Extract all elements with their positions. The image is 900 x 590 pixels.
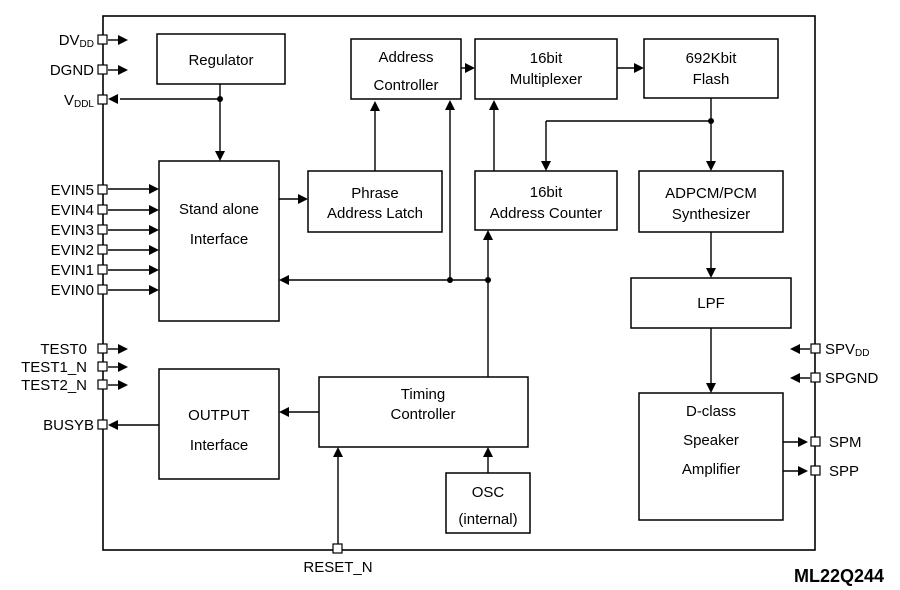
pin-label-evin2: EVIN2 — [51, 242, 94, 259]
pin-label-test1-n: TEST1_N — [21, 359, 87, 376]
pin-label-spvdd: SPVDD — [825, 341, 869, 359]
pin-label-evin3: EVIN3 — [51, 222, 94, 239]
multiplexer-block: 16bit Multiplexer — [474, 38, 618, 100]
pin-label-test2-n: TEST2_N — [21, 377, 87, 394]
output-interface-label-line1: OUTPUT — [188, 407, 250, 424]
pin-dvdd: DVDD — [59, 32, 128, 50]
pin-test0: TEST0 — [40, 341, 128, 358]
speaker-amplifier-block: D-class Speaker Amplifier — [638, 392, 784, 521]
lpf-label: LPF — [697, 295, 725, 312]
speaker-amplifier-label-line2: Speaker — [683, 432, 739, 449]
address-controller-label-line1: Address — [378, 49, 433, 66]
pin-label-spm: SPM — [829, 434, 862, 451]
phrase-address-latch-block: Phrase Address Latch — [307, 170, 443, 233]
synthesizer-label-line1: ADPCM/PCM — [665, 185, 757, 202]
pin-test2-n: TEST2_N — [21, 377, 128, 394]
address-counter-label-line1: 16bit — [530, 184, 563, 201]
multiplexer-label-line2: Multiplexer — [510, 71, 583, 88]
pin-dgnd: DGND — [50, 62, 128, 79]
flash-label-line2: Flash — [693, 71, 730, 88]
pin-label-evin0: EVIN0 — [51, 282, 94, 299]
pin-label-evin5: EVIN5 — [51, 182, 94, 199]
multiplexer-label-line1: 16bit — [530, 50, 563, 67]
pin-label-spgnd: SPGND — [825, 370, 879, 387]
pin-label-evin1: EVIN1 — [51, 262, 94, 279]
pin-evin4: EVIN4 — [51, 202, 108, 219]
speaker-amplifier-label-line1: D-class — [686, 403, 736, 420]
connections — [108, 63, 808, 544]
pin-busyb: BUSYB — [43, 417, 108, 434]
address-controller-block: Address Controller — [350, 38, 462, 100]
pin-evin0: EVIN0 — [51, 282, 108, 299]
synthesizer-block: ADPCM/PCM Synthesizer — [638, 170, 784, 233]
pin-spgnd: SPGND — [790, 370, 879, 387]
osc-label-line2: (internal) — [458, 511, 517, 528]
pin-label-dgnd: DGND — [50, 62, 94, 79]
output-interface-label-line2: Interface — [190, 437, 248, 454]
timing-controller-label-line1: Timing — [401, 386, 445, 403]
chip-boundary — [102, 15, 816, 551]
pin-vddl: VDDL — [64, 92, 108, 110]
chip-name: ML22Q244 — [794, 566, 884, 586]
pin-evin1: EVIN1 — [51, 262, 108, 279]
output-interface-block: OUTPUT Interface — [158, 368, 280, 480]
address-counter-block: 16bit Address Counter — [474, 170, 618, 231]
pin-label-vddl: VDDL — [64, 92, 94, 110]
standalone-interface-label-line1: Stand alone — [179, 201, 259, 218]
pin-spm: SPM — [810, 434, 862, 451]
pin-label-test0: TEST0 — [40, 341, 87, 358]
standalone-interface-label-line2: Interface — [190, 231, 248, 248]
timing-controller-label-line2: Controller — [390, 406, 455, 423]
lpf-block: LPF — [630, 277, 792, 329]
phrase-address-latch-label-line1: Phrase — [351, 185, 399, 202]
speaker-amplifier-label-line3: Amplifier — [682, 461, 740, 478]
flash-label-line1: 692Kbit — [686, 50, 738, 67]
pin-test1-n: TEST1_N — [21, 359, 128, 376]
osc-label-line1: OSC — [472, 484, 505, 501]
pin-spvdd: SPVDD — [790, 341, 869, 359]
osc-block: OSC (internal) — [445, 472, 531, 534]
address-controller-label-line2: Controller — [373, 77, 438, 94]
synthesizer-label-line2: Synthesizer — [672, 206, 750, 223]
pin-label-evin4: EVIN4 — [51, 202, 94, 219]
address-counter-label-line2: Address Counter — [490, 205, 603, 222]
pin-label-dvdd: DVDD — [59, 32, 94, 50]
pin-evin2: EVIN2 — [51, 242, 108, 259]
flash-block: 692Kbit Flash — [643, 38, 779, 99]
pin-reset-n: RESET_N — [303, 543, 373, 576]
pin-label-spp: SPP — [829, 463, 859, 480]
pin-evin3: EVIN3 — [51, 222, 108, 239]
pin-label-reset-n: RESET_N — [303, 559, 372, 576]
standalone-interface-block: Stand alone Interface — [158, 160, 280, 322]
regulator-label: Regulator — [188, 52, 253, 69]
pin-evin5: EVIN5 — [51, 182, 108, 199]
phrase-address-latch-label-line2: Address Latch — [327, 205, 423, 222]
timing-controller-block: Timing Controller — [318, 376, 529, 448]
regulator-block: Regulator — [156, 33, 286, 85]
pin-spp: SPP — [810, 463, 859, 480]
pin-label-busyb: BUSYB — [43, 417, 94, 434]
